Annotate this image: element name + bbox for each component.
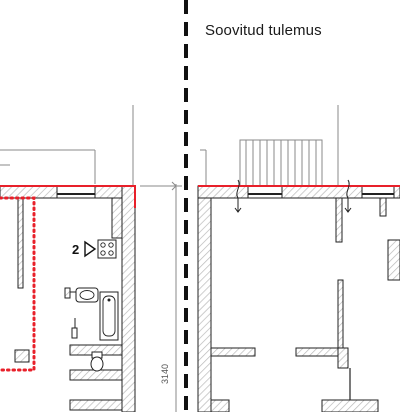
window-icon — [247, 185, 283, 199]
arrow-marker-icon — [84, 240, 97, 258]
dimension-label: 3140 — [160, 363, 170, 384]
left-balcony-lines — [0, 105, 182, 412]
bathtub-icon — [99, 291, 119, 341]
left-fixtures — [71, 318, 78, 339]
stove-icon — [97, 239, 117, 259]
left-right-wall — [121, 185, 136, 413]
sink-icon — [70, 287, 99, 303]
toilet-icon — [90, 351, 104, 372]
right-plan — [197, 105, 400, 413]
right-left-wall — [197, 197, 212, 413]
left-dotted-outline — [0, 196, 36, 372]
right-interior-walls — [210, 197, 400, 413]
right-door-marks — [234, 179, 352, 213]
right-balcony — [200, 105, 339, 186]
window-icon — [361, 185, 395, 199]
window-icon — [56, 185, 96, 199]
marker-label: 2 — [72, 242, 80, 257]
page-title: Soovitud tulemus — [205, 22, 322, 39]
left-plan — [0, 105, 182, 413]
